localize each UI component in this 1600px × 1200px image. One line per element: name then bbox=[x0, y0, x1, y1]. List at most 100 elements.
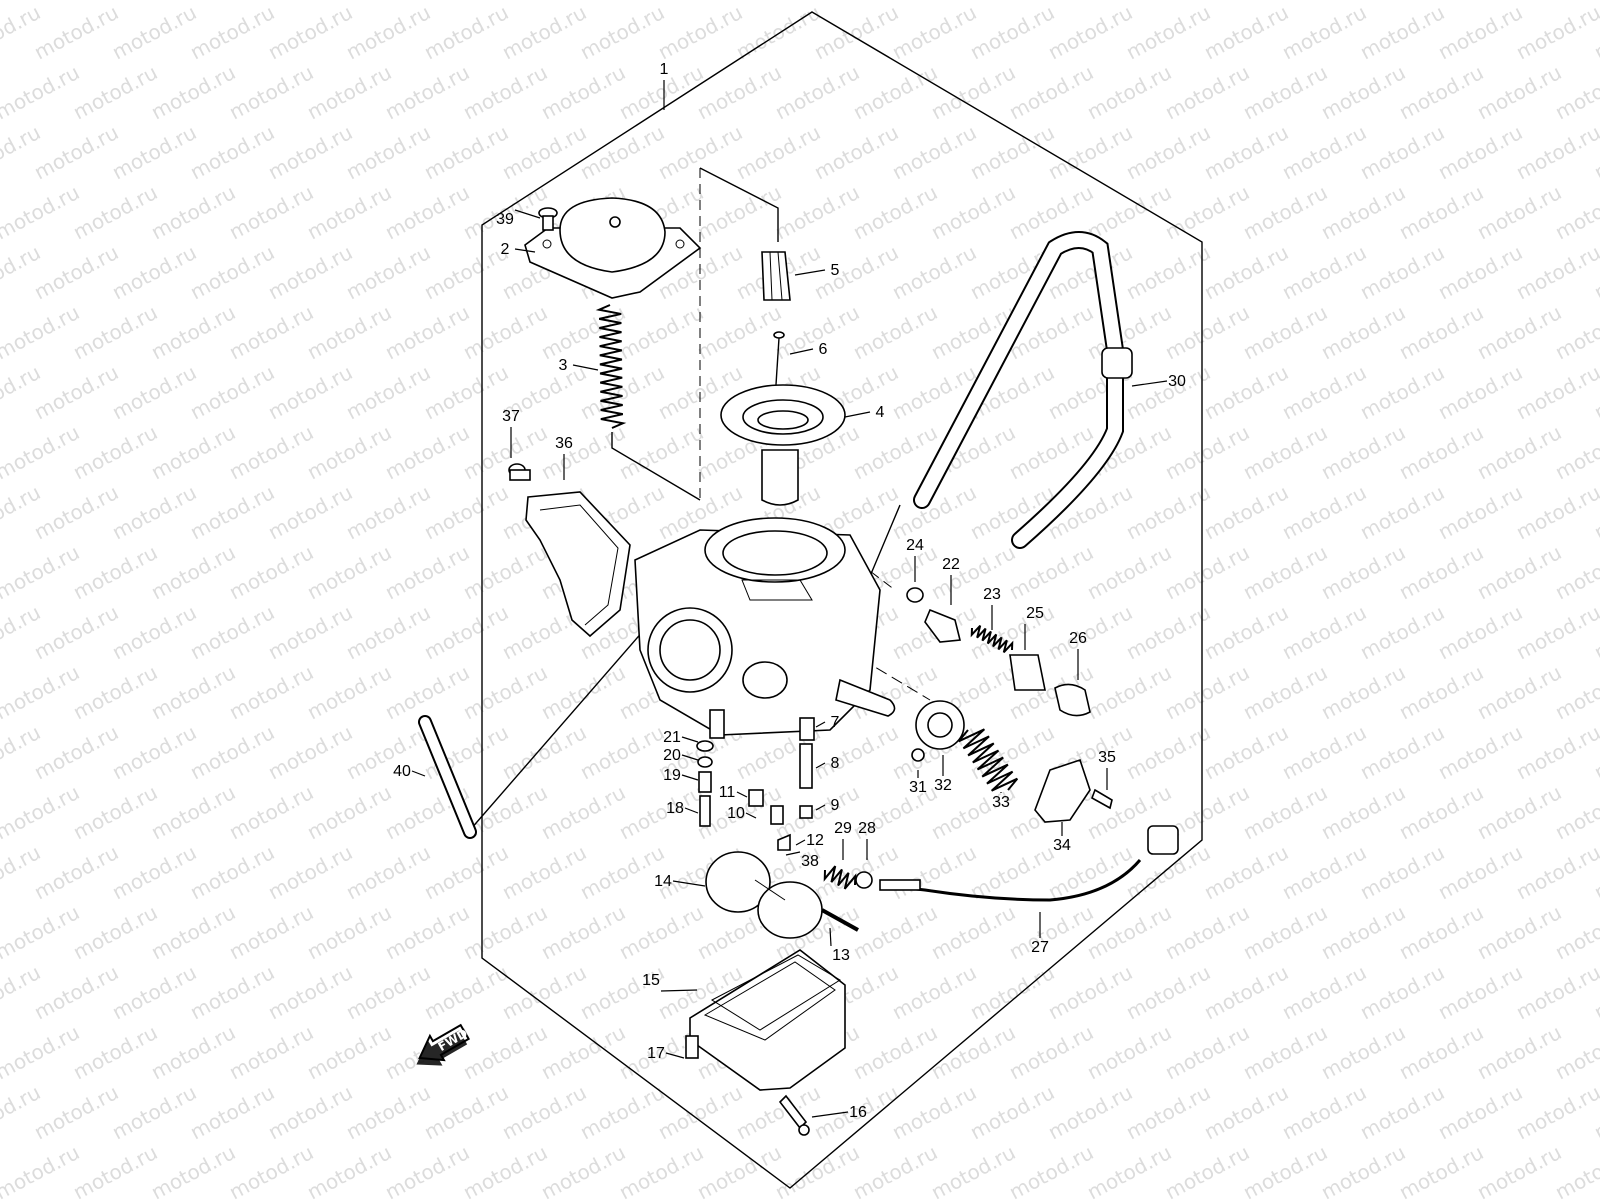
watermark-text: motod.ru bbox=[1239, 540, 1331, 604]
watermark-text: motod.ru bbox=[1512, 720, 1600, 784]
watermark-text: motod.ru bbox=[771, 1140, 863, 1200]
watermark-text: motod.ru bbox=[303, 1140, 395, 1200]
watermark-text: motod.ru bbox=[459, 0, 551, 4]
watermark-text: motod.ru bbox=[342, 960, 434, 1024]
watermark-text: motod.ru bbox=[381, 180, 473, 244]
watermark-text: motod.ru bbox=[381, 420, 473, 484]
watermark-text: motod.ru bbox=[69, 780, 161, 844]
leader-lines bbox=[411, 80, 1168, 1118]
watermark-text: motod.ru bbox=[927, 540, 1019, 604]
guide-lines bbox=[469, 167, 931, 831]
watermark-text: motod.ru bbox=[1161, 660, 1253, 724]
watermark-text: motod.ru bbox=[1395, 1020, 1487, 1084]
watermark-text: motod.ru bbox=[1161, 300, 1253, 364]
watermark-text: motod.ru bbox=[1434, 1080, 1526, 1144]
watermark-text: motod.ru bbox=[108, 600, 200, 664]
watermark-text: motod.ru bbox=[1239, 1140, 1331, 1200]
watermark-text: motod.ru bbox=[381, 1140, 473, 1200]
watermark-text: motod.ru bbox=[1200, 240, 1292, 304]
leader-line-14 bbox=[672, 880, 706, 887]
watermark-text: motod.ru bbox=[1278, 840, 1370, 904]
watermark-text: motod.ru bbox=[1473, 60, 1565, 124]
callout-35: 35 bbox=[1098, 749, 1116, 766]
watermark-text: motod.ru bbox=[420, 480, 512, 544]
watermark-text: motod.ru bbox=[1434, 600, 1526, 664]
watermark-text: motod.ru bbox=[1239, 300, 1331, 364]
watermark-text: motod.ru bbox=[927, 180, 1019, 244]
watermark-text: motod.ru bbox=[342, 360, 434, 424]
watermark-text: motod.ru bbox=[0, 60, 83, 124]
watermark-text: motod.ru bbox=[69, 0, 161, 4]
watermark-text: motod.ru bbox=[576, 120, 668, 184]
watermark-text: motod.ru bbox=[0, 540, 83, 604]
watermark-text: motod.ru bbox=[0, 0, 83, 4]
watermark-text: motod.ru bbox=[1395, 660, 1487, 724]
vent-hose bbox=[913, 231, 1133, 549]
watermark-text: motod.ru bbox=[1317, 660, 1409, 724]
watermark-text: motod.ru bbox=[1200, 840, 1292, 904]
watermark-text: motod.ru bbox=[1161, 0, 1253, 4]
watermark-text: motod.ru bbox=[1083, 60, 1175, 124]
watermark-text: motod.ru bbox=[615, 780, 707, 844]
watermark-text: motod.ru bbox=[1434, 840, 1526, 904]
watermark-text: motod.ru bbox=[30, 600, 122, 664]
watermark-text: motod.ru bbox=[225, 180, 317, 244]
spring23-coil bbox=[970, 624, 1014, 654]
watermark-text: motod.ru bbox=[225, 0, 317, 4]
watermark-text: motod.ru bbox=[1317, 540, 1409, 604]
leader-line-38 bbox=[785, 851, 801, 856]
watermark-text: motod.ru bbox=[1434, 120, 1526, 184]
callout-30: 30 bbox=[1168, 373, 1186, 390]
callout-23: 23 bbox=[983, 586, 1001, 603]
watermark-text: motod.ru bbox=[1239, 660, 1331, 724]
watermark-text: motod.ru bbox=[927, 1140, 1019, 1200]
watermark-text: motod.ru bbox=[1083, 660, 1175, 724]
watermark-text: motod.ru bbox=[1317, 900, 1409, 964]
watermark-text: motod.ru bbox=[1317, 1020, 1409, 1084]
callout-20: 20 bbox=[663, 747, 681, 764]
watermark-text: motod.ru bbox=[537, 660, 629, 724]
watermark-text: motod.ru bbox=[1356, 960, 1448, 1024]
watermark-text: motod.ru bbox=[1200, 0, 1292, 64]
watermark-text: motod.ru bbox=[147, 420, 239, 484]
watermark-text: motod.ru bbox=[1395, 0, 1487, 4]
watermark-text: motod.ru bbox=[264, 720, 356, 784]
watermark-text: motod.ru bbox=[1317, 180, 1409, 244]
watermark-text: motod.ru bbox=[186, 0, 278, 64]
leader-line-12 bbox=[795, 839, 806, 846]
watermark-text: motod.ru bbox=[771, 60, 863, 124]
watermark-text: motod.ru bbox=[693, 300, 785, 364]
float bbox=[705, 851, 823, 939]
watermark-text: motod.ru bbox=[1122, 720, 1214, 784]
starter-plunger bbox=[906, 587, 1091, 717]
watermark-text: motod.ru bbox=[303, 60, 395, 124]
watermark-text: motod.ru bbox=[147, 780, 239, 844]
accelerator-pump bbox=[911, 700, 1113, 823]
watermark-text: motod.ru bbox=[1200, 120, 1292, 184]
watermark-text: motod.ru bbox=[537, 300, 629, 364]
watermark-text: motod.ru bbox=[186, 840, 278, 904]
watermark-text: motod.ru bbox=[1005, 900, 1097, 964]
watermark-text: motod.ru bbox=[576, 720, 668, 784]
leader-line-4 bbox=[844, 411, 871, 418]
callout-24: 24 bbox=[906, 537, 924, 554]
watermark-text: motod.ru bbox=[576, 0, 668, 64]
float-bowl bbox=[689, 949, 846, 1091]
watermark-text: motod.ru bbox=[225, 900, 317, 964]
watermark-text: motod.ru bbox=[264, 120, 356, 184]
watermark-text: motod.ru bbox=[1239, 0, 1331, 4]
callout-26: 26 bbox=[1069, 630, 1087, 647]
watermark-text: motod.ru bbox=[1083, 900, 1175, 964]
watermark-text: motod.ru bbox=[381, 900, 473, 964]
watermark-text: motod.ru bbox=[69, 660, 161, 724]
watermark-text: motod.ru bbox=[69, 1140, 161, 1200]
watermark-text: motod.ru bbox=[342, 120, 434, 184]
watermark-text: motod.ru bbox=[771, 300, 863, 364]
callout-19: 19 bbox=[663, 767, 681, 784]
callout-5: 5 bbox=[831, 262, 840, 279]
watermark-text: motod.ru bbox=[537, 60, 629, 124]
watermark-text: motod.ru bbox=[30, 480, 122, 544]
watermark-text: motod.ru bbox=[849, 180, 941, 244]
watermark-text: motod.ru bbox=[1044, 960, 1136, 1024]
